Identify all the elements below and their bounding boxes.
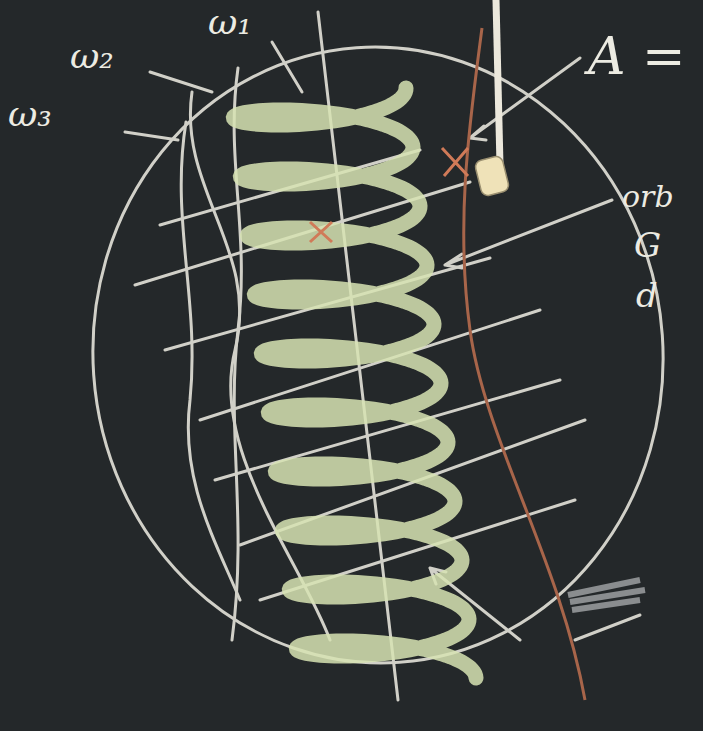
leader-line xyxy=(150,72,212,92)
leader-line xyxy=(272,42,302,92)
board-text: G xyxy=(634,228,661,262)
board-text: A = xyxy=(588,30,686,82)
omega-label: ω₂ xyxy=(70,38,114,74)
omega-label: ω₁ xyxy=(208,4,252,40)
board-text: orb xyxy=(622,182,674,212)
oval-region xyxy=(72,28,684,682)
helix xyxy=(234,88,477,678)
brown-curve xyxy=(464,28,585,700)
erased-scribble xyxy=(568,580,645,610)
curve-omega3 xyxy=(181,122,240,600)
leader-arrow xyxy=(470,58,580,140)
leader-line xyxy=(575,615,640,640)
mic-clip xyxy=(474,155,510,197)
omega-label: ω₃ xyxy=(8,96,52,132)
board-text: d xyxy=(636,278,658,312)
leader-line xyxy=(125,132,178,140)
leader-arrow xyxy=(445,200,612,268)
mic-cable xyxy=(496,0,500,165)
cross-mark xyxy=(310,148,468,242)
